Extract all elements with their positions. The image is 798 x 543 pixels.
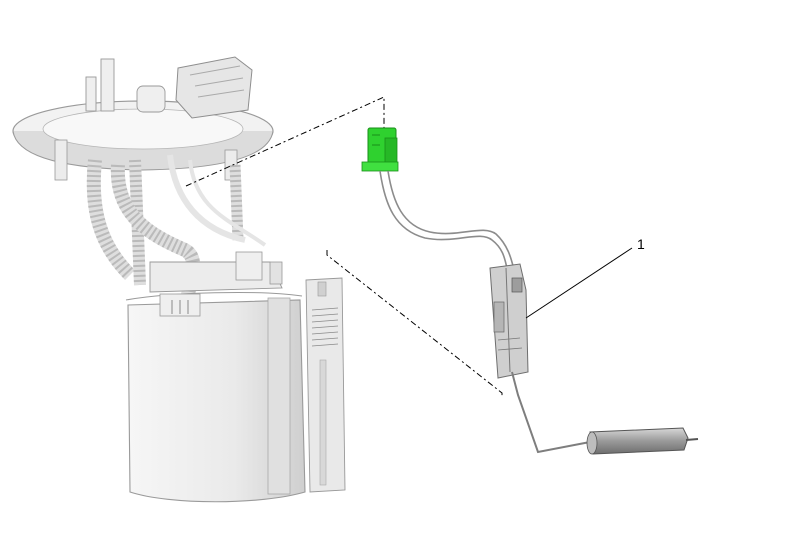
float [586, 427, 699, 455]
explode-lines [185, 96, 503, 398]
electrical-connector [361, 127, 399, 172]
sensor-wiring [379, 170, 515, 273]
fuel-pump-module [12, 56, 346, 503]
callout-label-1: 1 [637, 236, 645, 252]
module-reservoir [127, 299, 306, 503]
callout-leader-1 [525, 247, 633, 319]
fuel-level-sensor [489, 263, 529, 379]
module-connector-housing [175, 56, 253, 119]
float-arm [511, 371, 591, 454]
